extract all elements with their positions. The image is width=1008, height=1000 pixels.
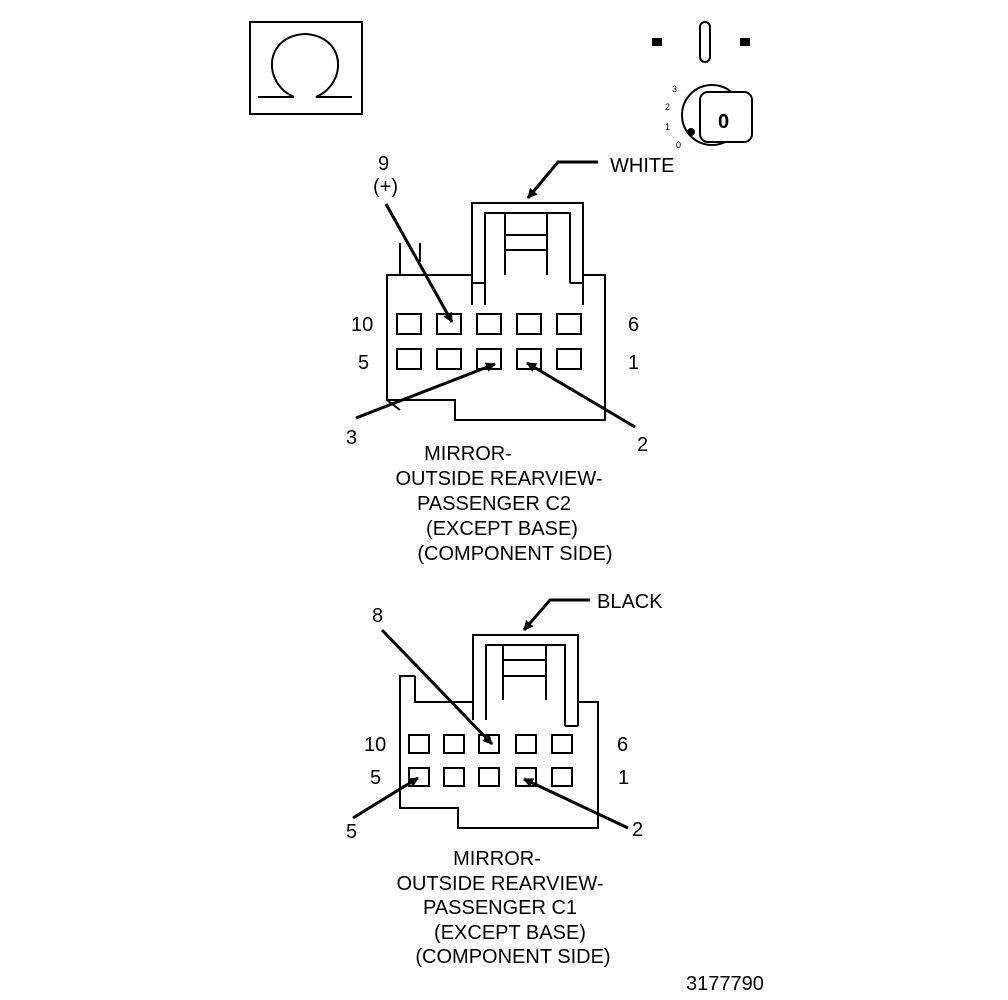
c1-title-line-1: MIRROR- [453,848,541,870]
c1-body [399,675,599,829]
figure-id: 3177790 [686,973,764,995]
c2-color-label: WHITE [610,155,674,177]
c1-pin-6 [551,734,573,754]
ignition-pos-1: 1 [665,122,670,132]
c2-title: MIRROR- OUTSIDE REARVIEW- PASSENGER C2 (… [395,443,612,565]
c2-title-line-5: (COMPONENT SIDE) [417,543,612,565]
c1-callout-lines [352,598,629,830]
connector-c1 [399,634,599,829]
c2-title-line-2: OUTSIDE REARVIEW- [395,468,602,490]
c2-pin-6 [556,313,582,335]
c1-title-line-4: (EXCEPT BASE) [434,922,586,944]
c1-title-line-5: (COMPONENT SIDE) [415,946,610,968]
connector-c2 [386,202,606,421]
c1-row-bottom-left: 5 [370,767,381,789]
c2-row-bottom-left: 5 [358,352,369,374]
c2-pin-cavities [396,313,582,370]
c2-pin-8 [476,313,502,335]
c1-color-label: BLACK [597,591,663,613]
ignition-switch-icon: 0 3 2 1 0 [652,21,753,150]
c2-title-line-1: MIRROR- [424,443,512,465]
ignition-key-value: 0 [718,111,729,133]
c2-callout-pin9-polarity: (+) [373,176,398,198]
c2-title-line-4: (EXCEPT BASE) [426,518,578,540]
c1-pin-7 [515,734,537,754]
ignition-pos-2: 2 [665,102,670,112]
c1-title-line-3: PASSENGER C1 [423,897,577,919]
c1-row-top-right: 6 [617,734,628,756]
c2-pin-1 [556,348,582,370]
c2-pin-7 [516,313,542,335]
omega-symbol-icon [249,21,363,115]
c2-latch [471,202,584,305]
c2-pin-5 [396,348,422,370]
c2-callout-pin3: 3 [346,427,357,449]
c1-title: MIRROR- OUTSIDE REARVIEW- PASSENGER C1 (… [396,848,610,968]
c1-callout-pin5: 5 [346,821,357,843]
c2-pin-2 [516,348,542,370]
c2-pin-4 [436,348,462,370]
c1-callout-pin2: 2 [632,819,643,841]
c1-callout-pin8: 8 [372,605,383,627]
ignition-pos-3: 3 [672,84,677,94]
c1-pin-1 [551,767,573,787]
c1-row-top-left: 10 [364,734,386,756]
ignition-pos-0: 0 [676,140,681,150]
c1-pin-9 [443,734,465,754]
c2-row-top-right: 6 [628,314,639,336]
c2-body [386,243,606,421]
c2-callout-pin2: 2 [637,434,648,456]
c1-title-line-2: OUTSIDE REARVIEW- [396,873,603,895]
c1-pin-3 [478,767,500,787]
c1-pin-8 [478,734,500,754]
c1-latch [472,634,579,726]
c2-row-bottom-right: 1 [628,352,639,374]
c2-callout-lines [355,160,636,429]
c1-pin-10 [408,734,430,754]
c1-pin-4 [443,767,465,787]
c2-row-top-left: 10 [351,314,373,336]
c1-row-bottom-right: 1 [618,767,629,789]
c2-title-line-3: PASSENGER C2 [417,493,571,515]
c2-pin-10 [396,313,422,335]
c2-callout-pin9: 9 [378,153,389,175]
